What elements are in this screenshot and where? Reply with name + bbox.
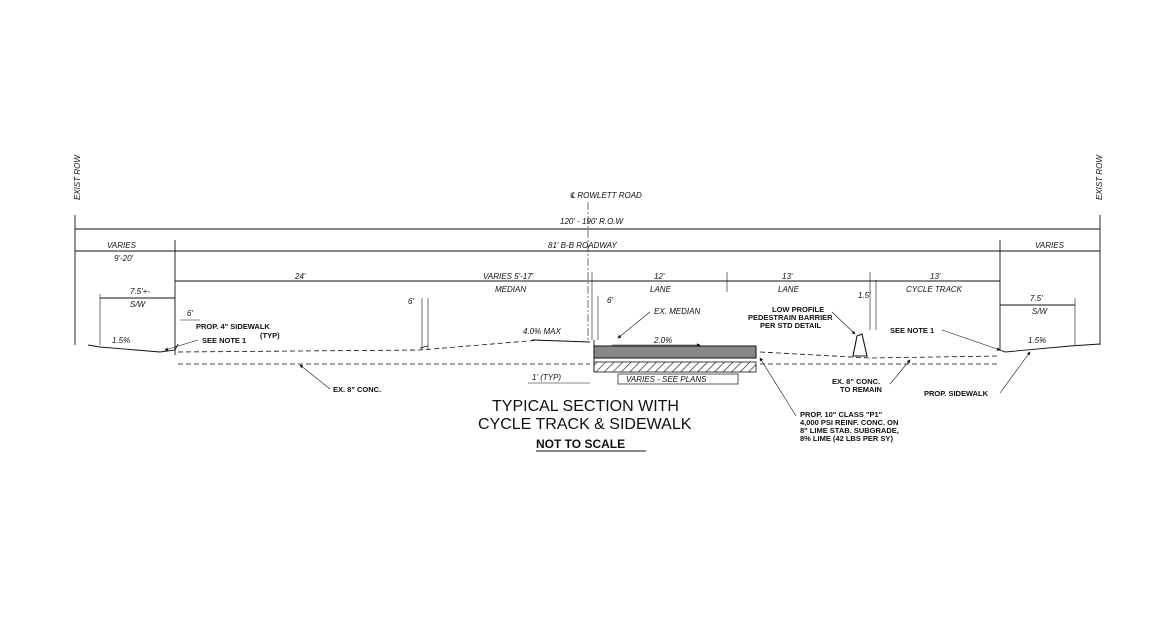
slope-left-label: 1.5% (112, 336, 130, 345)
pavement-note-3: 8" LIME STAB. SUBGRADE, (800, 426, 899, 435)
barrier-note-2: PEDESTRAIN BARRIER (748, 313, 833, 322)
centerline-label: ℄ ROWLETT ROAD (570, 191, 642, 200)
dim-1-5-label: 1.5' (858, 291, 871, 300)
dim-24-label: 24' (294, 272, 306, 281)
pavement-note-2: 4,000 PSI REINF. CONC. ON (800, 418, 898, 427)
scale-label: NOT TO SCALE (536, 437, 625, 451)
slope-mid-label: 2.0% (653, 336, 672, 345)
see-note-left: SEE NOTE 1 (202, 336, 246, 345)
median-label: MEDIAN (495, 285, 526, 294)
exist-row-right-label: EXIST ROW (1095, 154, 1104, 200)
max-slope-label: 4.0% MAX (523, 327, 561, 336)
exist-row-left-label: EXIST ROW (73, 154, 82, 200)
section-profile (87, 339, 1101, 365)
varies-plans-label: VARIES - SEE PLANS (626, 375, 707, 384)
ex-median-note: EX. MEDIAN (654, 307, 700, 316)
one-typ-label: 1' (TYP) (532, 373, 561, 382)
median-varies-label: VARIES 5'-17' (483, 272, 534, 281)
pavement-note-4: 8% LIME (42 LBS PER SY) (800, 434, 893, 443)
prop-sidewalk-note: PROP. 4" SIDEWALK (196, 322, 270, 331)
sw-right-label: S/W (1032, 307, 1049, 316)
slope-right-label: 1.5% (1028, 336, 1046, 345)
barrier-note-1: LOW PROFILE (772, 305, 824, 314)
prop-sidewalk-typ: (TYP) (260, 331, 280, 340)
see-note-right: SEE NOTE 1 (890, 326, 934, 335)
lane-2-label: LANE (778, 285, 800, 294)
ex-conc-remain-2: TO REMAIN (840, 385, 882, 394)
ex-conc-left-note: EX. 8" CONC. (333, 385, 381, 394)
pavement-note-1: PROP. 10" CLASS "P1" (800, 410, 883, 419)
lane-1-label: LANE (650, 285, 672, 294)
roadway-label: 81' B-B ROADWAY (548, 241, 617, 250)
pedestrian-barrier (852, 333, 868, 357)
six-a-label: 6' (187, 309, 193, 318)
varies-left-label: VARIES (107, 241, 137, 250)
cycle-track-label: CYCLE TRACK (906, 285, 963, 294)
six-b-label: 6' (408, 297, 414, 306)
prop-sidewalk-right-note: PROP. SIDEWALK (924, 389, 989, 398)
varies-right-label: VARIES (1035, 241, 1065, 250)
lime-subgrade (593, 361, 757, 373)
sw-left-label: S/W (130, 300, 147, 309)
six-c-label: 6' (607, 296, 613, 305)
row-width-label: 120' - 190' R.O.W (560, 217, 625, 226)
lane-13-label: 13' (782, 272, 793, 281)
proposed-pavement-slab (593, 345, 757, 359)
title-line-1: TYPICAL SECTION WITH (492, 398, 679, 415)
ex-conc-remain-1: EX. 8" CONC. (832, 377, 880, 386)
varies-left-range: 9'-20' (114, 254, 134, 263)
sw-right-width: 7.5' (1030, 294, 1043, 303)
barrier-note-3: PER STD DETAIL (760, 321, 822, 330)
cycle-13-label: 13' (930, 272, 941, 281)
sw-left-width: 7.5'+- (130, 287, 150, 296)
lane-12-label: 12' (654, 272, 665, 281)
title-line-2: CYCLE TRACK & SIDEWALK (478, 416, 692, 433)
